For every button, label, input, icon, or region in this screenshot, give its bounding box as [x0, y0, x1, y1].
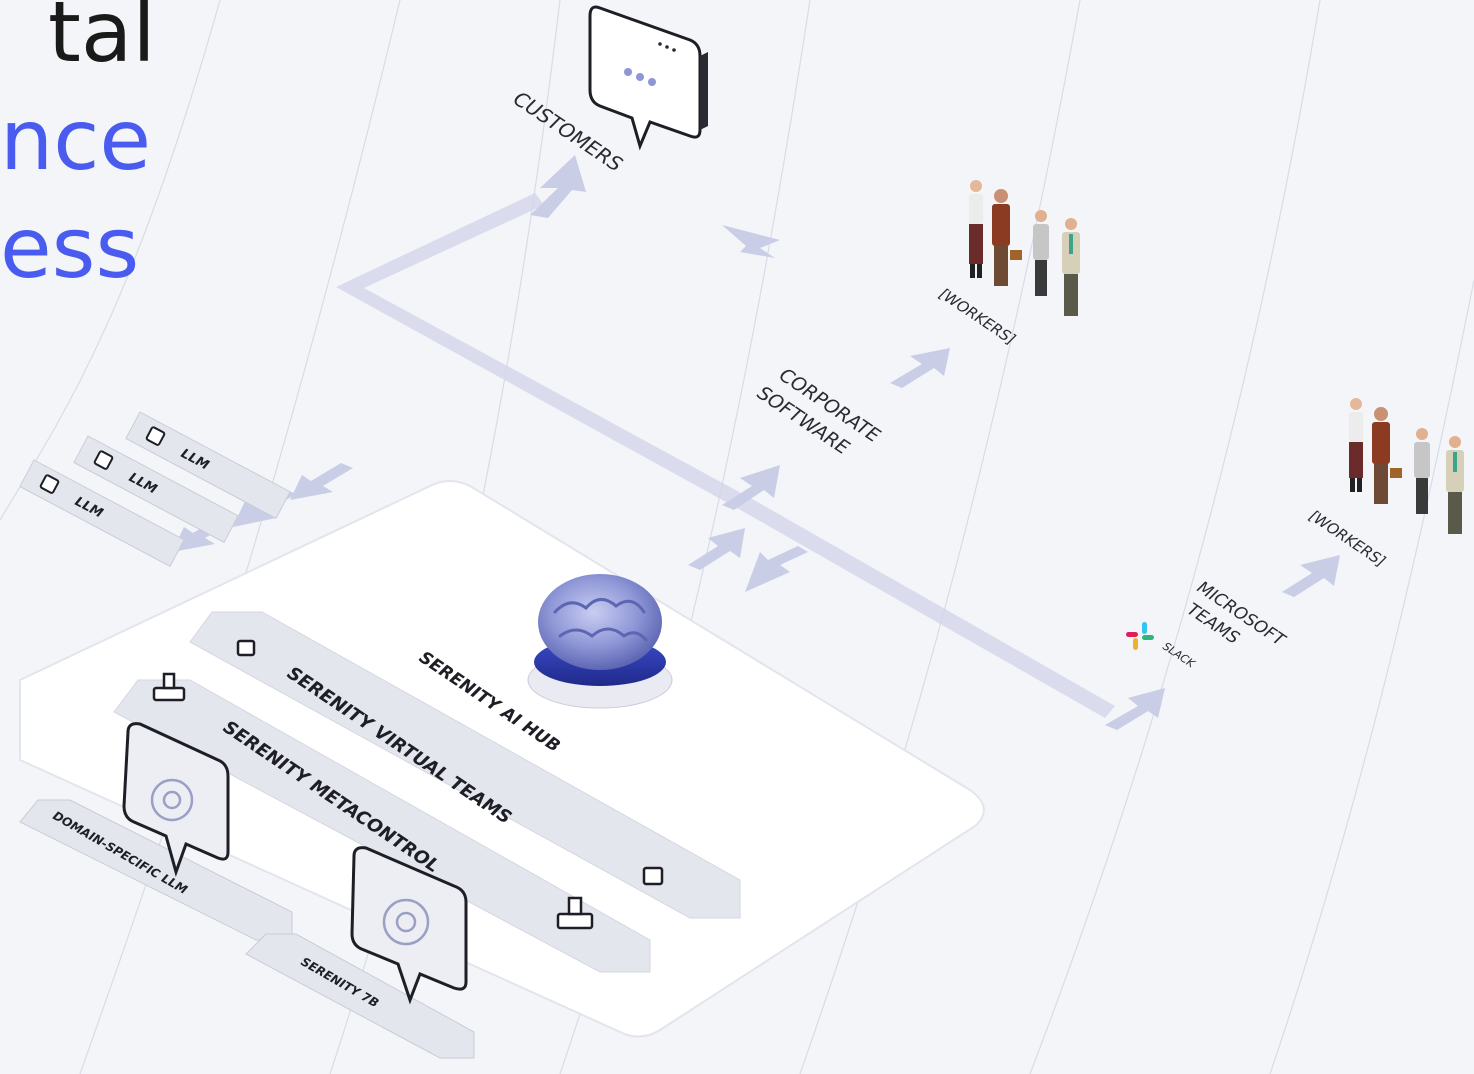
cube-icon [39, 474, 60, 494]
flow-path-lower [744, 500, 1115, 718]
arrow-icon [1282, 555, 1340, 597]
llm-card: LLM [125, 411, 291, 519]
title-line-2: nce [0, 91, 152, 189]
brain-icon [527, 574, 673, 709]
flow-path-upper [336, 193, 754, 512]
workers-icon [969, 180, 1080, 316]
llm-card: LLM [19, 459, 185, 567]
joystick-icon [152, 672, 186, 702]
arrow-icon [688, 528, 745, 570]
gear-icon [382, 898, 430, 946]
arrow-icon [722, 465, 780, 510]
llm-card: LLM [73, 435, 239, 543]
virtual-teams-bar [189, 611, 741, 919]
slack-label: SLACK [1160, 640, 1197, 671]
slack-icon [1126, 622, 1154, 650]
arrow-icon [1105, 688, 1165, 730]
title-line-3: ess [0, 199, 140, 297]
workers-label-1: [WORKERS] [936, 284, 1019, 348]
workers-icon [1349, 398, 1464, 534]
llm-stack: LLM LLM LLM [19, 411, 291, 567]
arrow-icon [890, 348, 950, 388]
arrow-icon [290, 463, 353, 500]
cube-icon [145, 426, 166, 446]
cube-icon [236, 639, 256, 657]
title-line-1: tal [48, 0, 156, 81]
customers-chat-icon [588, 5, 708, 151]
gear-icon [150, 778, 194, 822]
metacontrol-bar [113, 679, 651, 973]
arrow-icon [722, 225, 780, 258]
arrow-icon [530, 155, 586, 218]
gear-box-7b [350, 846, 468, 1005]
gear-box-domain [122, 722, 230, 877]
arrow-icon [745, 546, 808, 592]
joystick-icon [556, 896, 594, 930]
cube-icon [93, 450, 114, 470]
flow-arrows [172, 155, 1340, 730]
cube-icon [642, 866, 664, 886]
